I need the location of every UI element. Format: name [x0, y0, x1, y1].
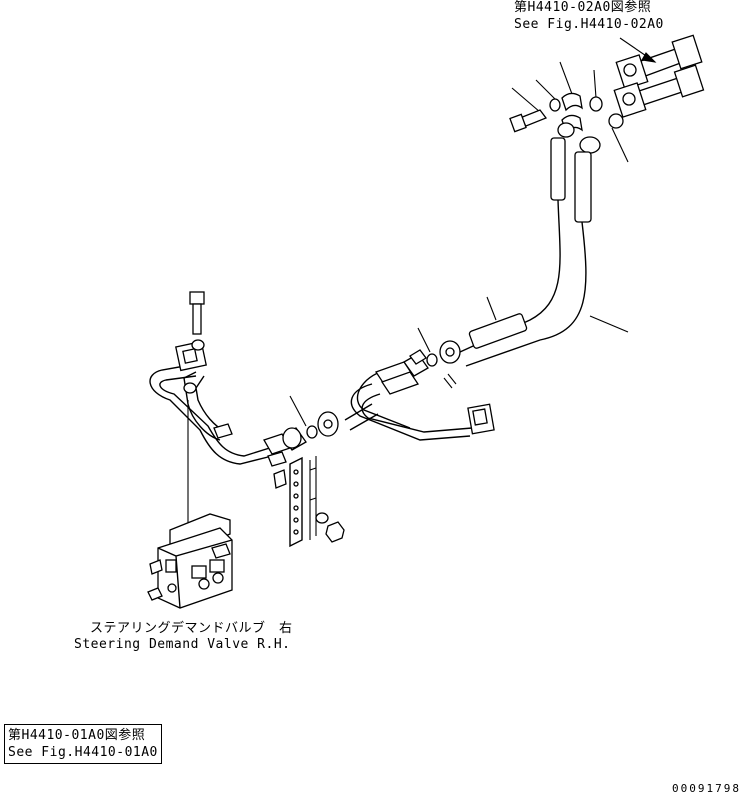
main-hose — [443, 199, 629, 389]
left-tube-assembly — [149, 339, 302, 467]
center-flange-set — [403, 327, 461, 377]
reference-top-japanese: 第H4410-02A0図参照 — [514, 0, 652, 15]
upper-flange-tubes — [608, 34, 705, 129]
reference-top-english: See Fig.H4410-02A0 — [514, 17, 664, 32]
upper-hose-fittings — [550, 122, 601, 223]
reference-box — [4, 724, 162, 764]
steering-demand-valve — [147, 400, 233, 609]
reference-bottom-japanese: 第H4410-01A0図参照 — [8, 728, 146, 743]
upper-leaders — [511, 61, 629, 163]
left-bolt — [183, 291, 205, 394]
center-tube-assembly — [344, 361, 495, 441]
valve-caption-english: Steering Demand Valve R.H. — [74, 637, 291, 652]
mounting-bracket — [273, 456, 345, 548]
drawing-number: 00091798 — [672, 782, 741, 795]
valve-caption-japanese: ステアリングデマンドバルブ 右 — [90, 621, 293, 636]
reference-bottom-english: See Fig.H4410-01A0 — [8, 745, 158, 760]
upper-fastener-set — [509, 92, 603, 134]
